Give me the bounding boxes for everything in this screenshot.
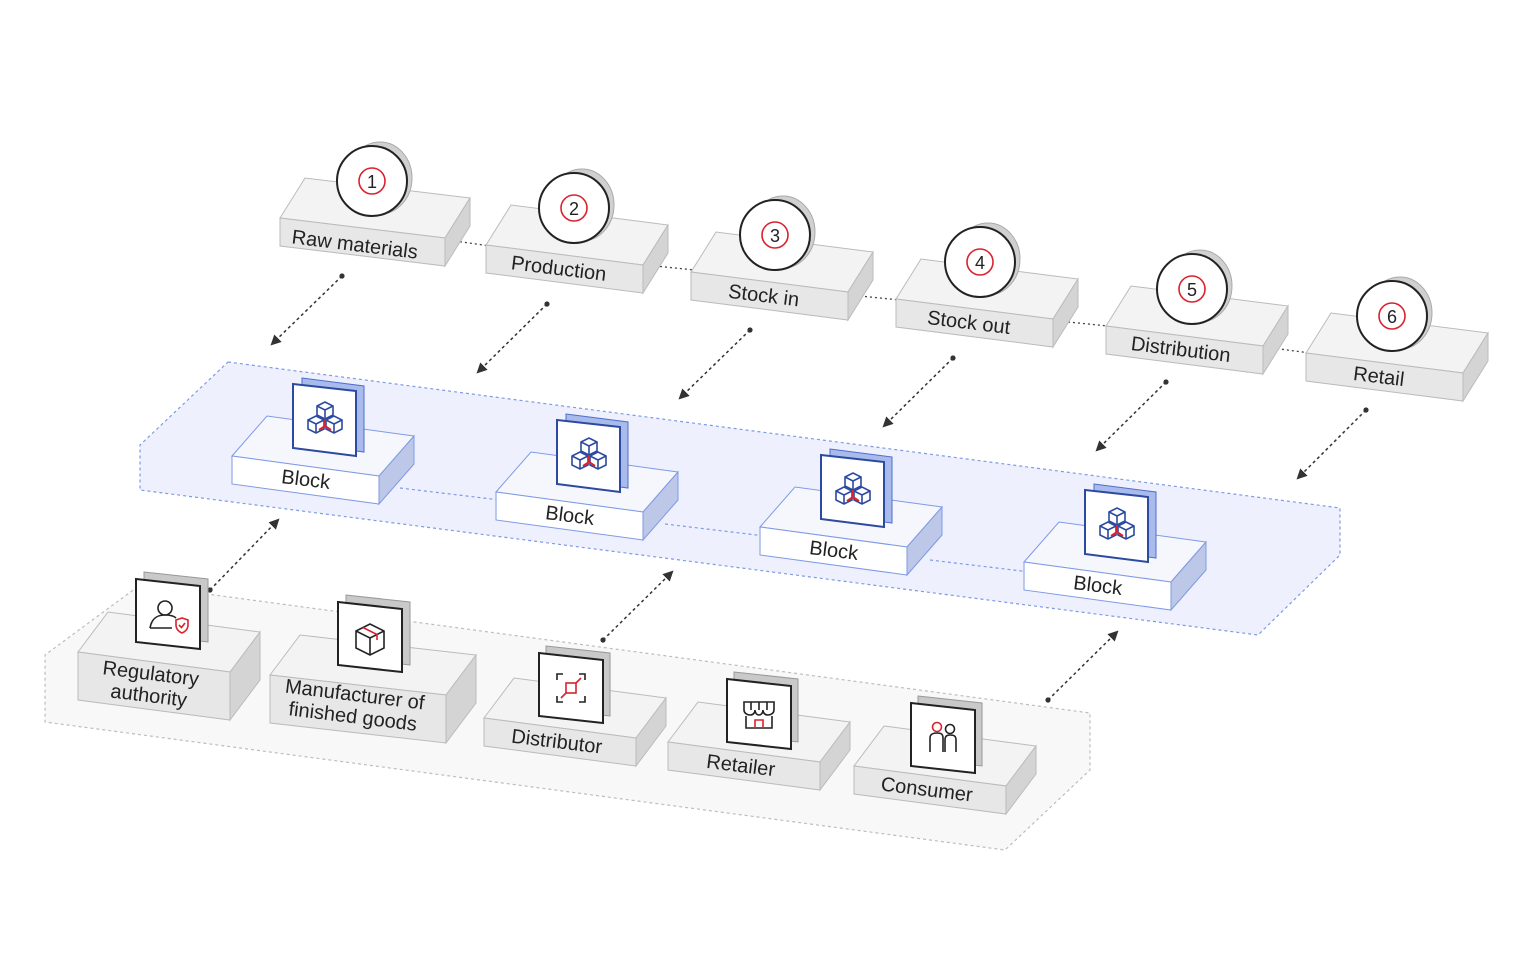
storefront-icon	[743, 701, 775, 729]
block-3: Block	[759, 448, 943, 577]
stage-retail: 6 Retail	[1305, 276, 1489, 403]
stage-production: 2 Production	[485, 168, 669, 295]
stage-number: 1	[367, 172, 377, 192]
block-2: Block	[495, 413, 679, 542]
block-4: Block	[1023, 483, 1207, 612]
stage-number: 2	[569, 199, 579, 219]
block-chain-lines	[399, 487, 1031, 573]
participant-manufacturer: Manufacturer of finished goods	[269, 594, 477, 745]
package-box-icon	[355, 623, 385, 656]
participant-consumer: Consumer	[853, 695, 1037, 816]
arrow-origin-dots	[207, 273, 1369, 703]
user-shield-icon	[149, 600, 189, 634]
stage-number: 3	[770, 226, 780, 246]
people-icon	[929, 721, 957, 752]
chain-lines	[454, 240, 1311, 354]
participant-distributor: Distributor	[483, 645, 667, 768]
stage-distribution: 5 Distribution	[1105, 249, 1289, 376]
stage-number: 5	[1187, 280, 1197, 300]
participant-regulatory-authority: Regulatory authority	[77, 571, 261, 722]
stage-number: 6	[1387, 307, 1397, 327]
stage-number: 4	[975, 253, 985, 273]
participant-retailer: Retailer	[667, 671, 851, 792]
scan-target-icon	[556, 673, 586, 703]
connection-arrows	[209, 275, 1367, 701]
stage-raw-materials: 1 Raw materials	[279, 141, 471, 268]
block-1: Block	[231, 377, 415, 506]
stage-stock-in: 3 Stock in	[690, 195, 874, 322]
stage-stock-out: 4 Stock out	[895, 222, 1079, 349]
